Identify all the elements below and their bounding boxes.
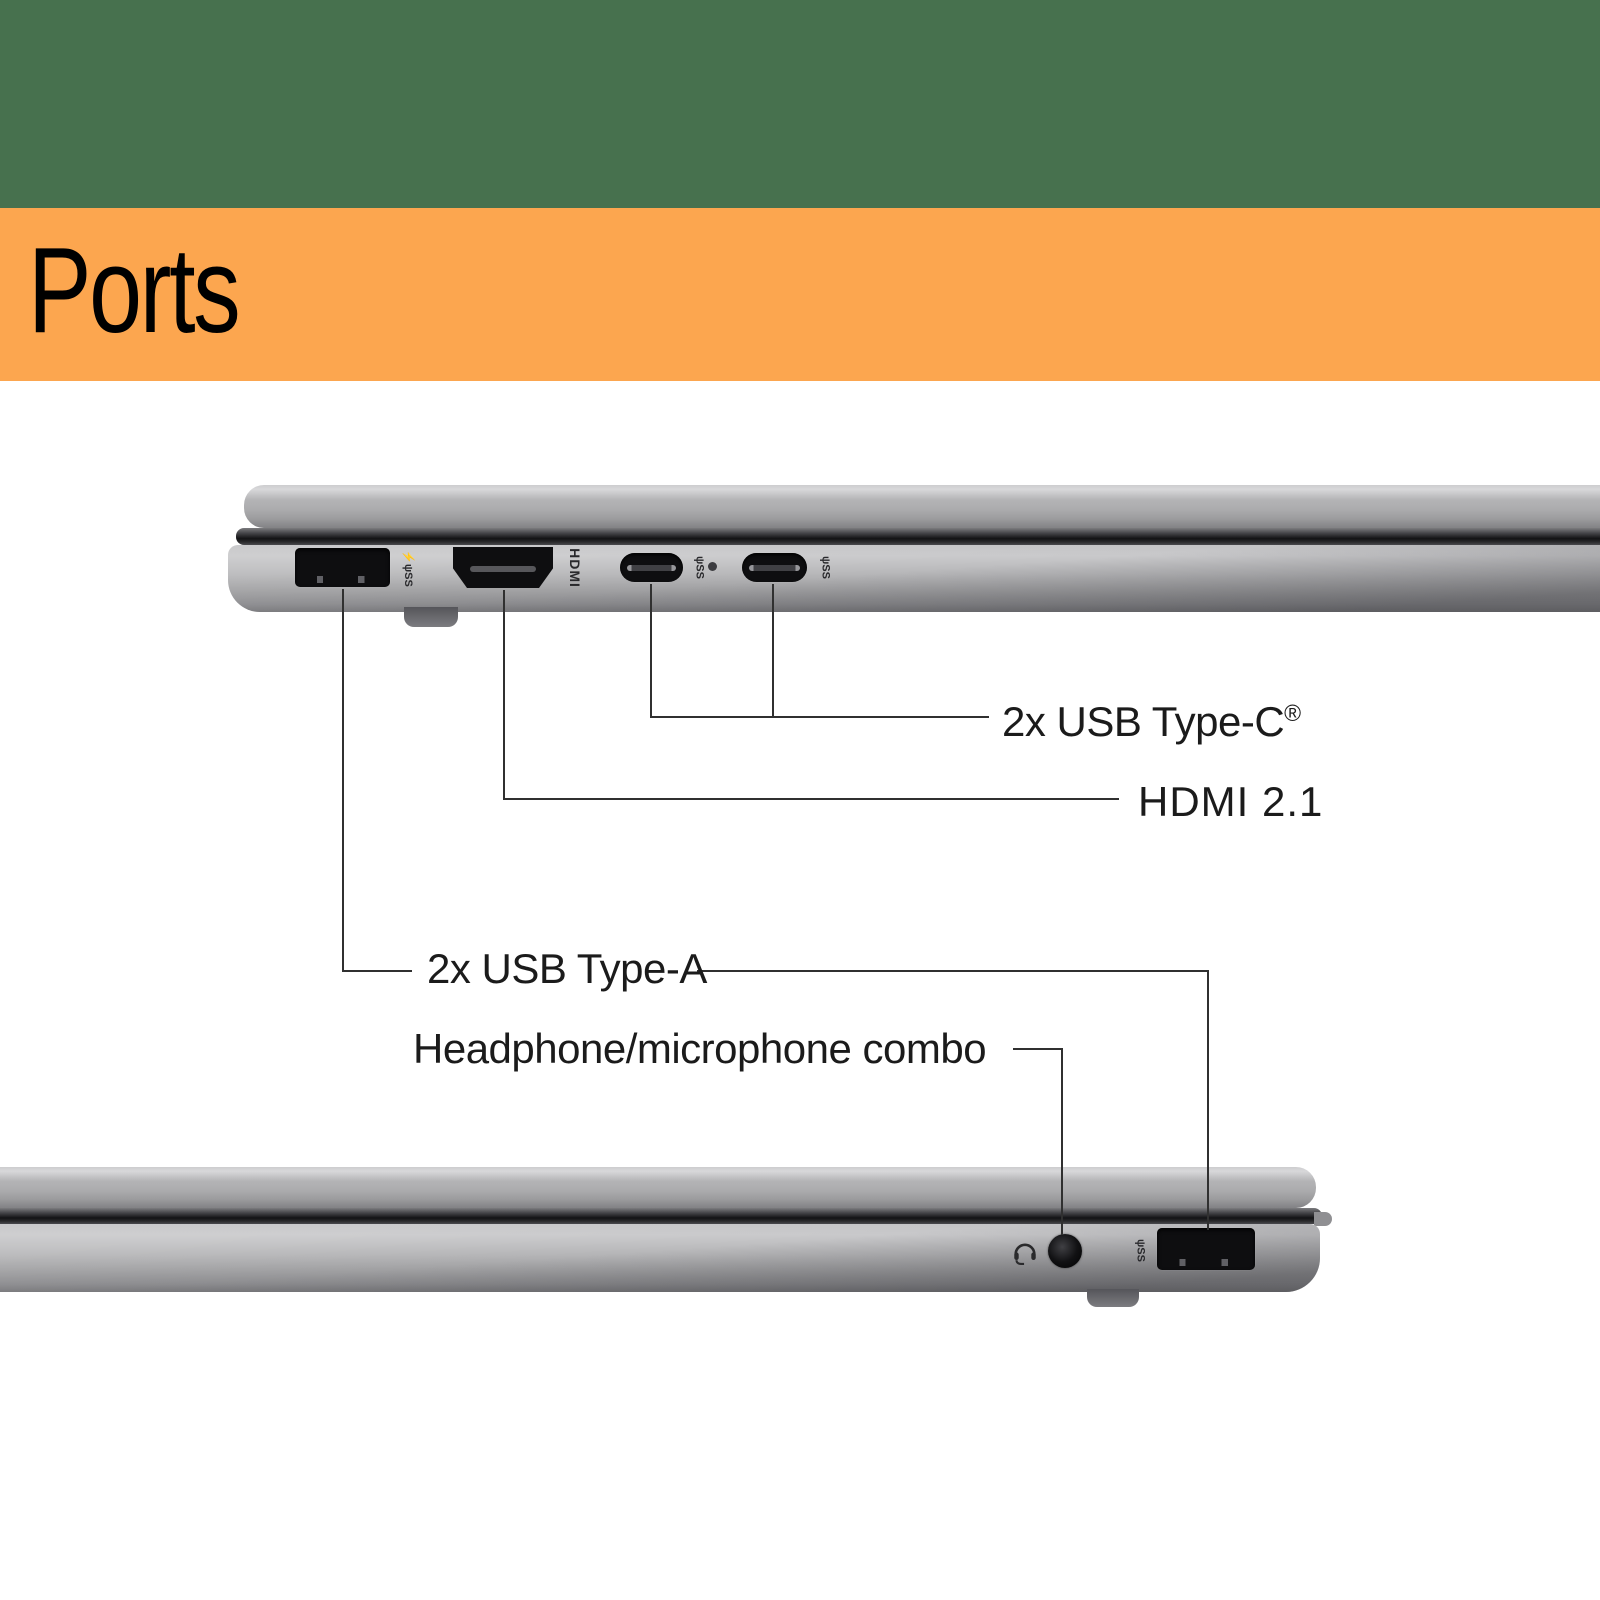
- callout-line-usb-a-drop: [1207, 970, 1209, 1230]
- headphone-jack-port: [1048, 1234, 1082, 1268]
- registered-mark: ®: [1284, 700, 1302, 726]
- callout-line-usb-a-horizontal: [697, 970, 1209, 972]
- callout-line-usb-c1-vertical: [650, 584, 652, 717]
- hdmi-port-label: HDMI: [567, 548, 583, 588]
- callout-line-usb-c2-vertical: [772, 584, 774, 717]
- usb-a-icon: ψSS: [1135, 1239, 1147, 1262]
- callout-line-headphone-vertical: [1061, 1048, 1063, 1235]
- label-usb-c-text: 2x USB Type-C: [1002, 698, 1285, 745]
- callout-line-hdmi-vertical: [503, 590, 505, 799]
- usb-a-port: [295, 548, 390, 587]
- callout-line-headphone-stub: [1013, 1048, 1063, 1050]
- orange-banner: [0, 208, 1600, 381]
- laptop-base-edge: [0, 1224, 1320, 1292]
- led-indicator: [708, 562, 717, 571]
- callout-line-usb-a-stub: [342, 970, 412, 972]
- laptop-lid-edge: [244, 485, 1600, 528]
- usb-c-port-2: [742, 553, 807, 582]
- usb-a-port: [1157, 1228, 1255, 1270]
- page-title: Ports: [28, 222, 241, 358]
- top-green-strip: [0, 0, 1600, 208]
- laptop-rubber-foot: [1087, 1289, 1139, 1307]
- laptop-rubber-foot: [404, 607, 458, 627]
- callout-line-hdmi-horizontal: [503, 798, 1119, 800]
- headset-icon: [1014, 1243, 1036, 1266]
- label-hdmi: HDMI 2.1: [1138, 778, 1324, 825]
- hdmi-port-slot: [470, 565, 536, 572]
- usb-c-port-1: [620, 553, 683, 582]
- label-usb-c: 2x USB Type-C®: [1002, 690, 1301, 745]
- laptop-hinge-gap: [0, 1208, 1322, 1224]
- laptop-lid-edge: [0, 1167, 1316, 1208]
- callout-line-usb-c-horizontal: [650, 716, 989, 718]
- usb-c-port-slot: [749, 564, 800, 571]
- laptop-hinge-gap: [236, 528, 1600, 545]
- usb-a-charging-icon: ⚡ψSS: [402, 550, 414, 587]
- usb-c-icon-2: ψSS: [820, 556, 832, 579]
- laptop-left-side-view: ⚡ψSS HDMI ψSS ψSS: [228, 485, 1600, 635]
- callout-line-usb-a-vertical: [342, 589, 344, 972]
- usb-c-port-slot: [626, 564, 677, 571]
- label-headphone: Headphone/microphone combo: [413, 1025, 987, 1072]
- hdmi-port: [453, 547, 553, 588]
- laptop-right-side-view: ψSS: [0, 1167, 1340, 1317]
- label-usb-a: 2x USB Type-A: [427, 945, 707, 992]
- laptop-base-edge: [228, 545, 1600, 612]
- hinge-tab: [1314, 1212, 1332, 1226]
